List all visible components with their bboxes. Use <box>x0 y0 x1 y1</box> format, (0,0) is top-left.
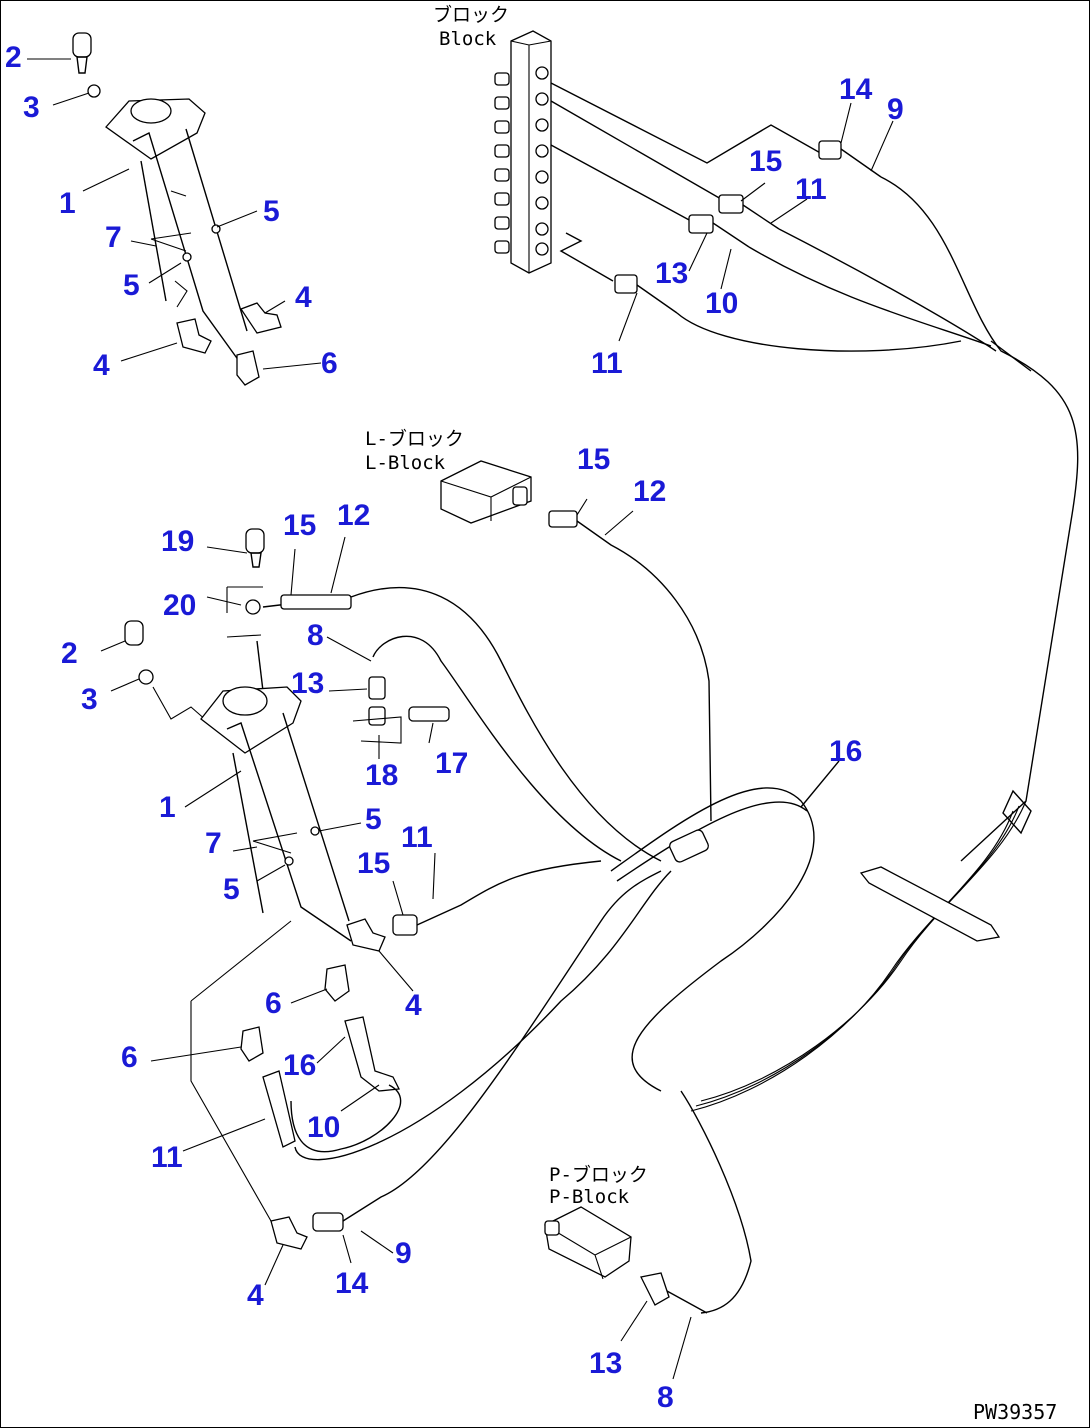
l-block <box>440 460 712 822</box>
callout: 9 <box>395 1237 412 1270</box>
block-label-en: Block <box>439 28 497 50</box>
callout: 9 <box>887 93 904 126</box>
callout: 6 <box>321 347 338 380</box>
callout: 10 <box>307 1111 340 1144</box>
callout: 20 <box>163 589 196 622</box>
callout: 4 <box>93 349 110 382</box>
callout: 13 <box>655 257 688 290</box>
l-block-label-jp: L-ブロック <box>365 427 464 450</box>
callout: 16 <box>283 1049 316 1082</box>
callout: 7 <box>205 827 222 860</box>
callout: 13 <box>291 667 324 700</box>
callout: 11 <box>401 821 433 854</box>
callout: 11 <box>795 173 827 206</box>
callout: 8 <box>657 1381 674 1414</box>
callout: 1 <box>59 187 76 220</box>
hose-bundle-16 <box>610 760 840 1314</box>
callout: 5 <box>123 269 140 302</box>
callout: 3 <box>23 91 40 124</box>
callout: 17 <box>435 747 468 780</box>
callout: 5 <box>263 195 280 228</box>
callout: 1 <box>159 791 176 824</box>
callout: 10 <box>705 287 738 320</box>
callout: 2 <box>5 41 22 74</box>
p-block <box>544 1206 708 1380</box>
callout: 12 <box>337 499 370 532</box>
main-block <box>494 30 1079 1112</box>
callout: 14 <box>335 1267 369 1300</box>
drawing-reference: PW39357 <box>973 1400 1057 1424</box>
callout: 15 <box>283 509 316 542</box>
block-label-jp: ブロック <box>433 3 509 26</box>
callout: 6 <box>121 1041 138 1074</box>
callout: 13 <box>589 1347 622 1380</box>
callout: 4 <box>295 281 312 314</box>
callout: 15 <box>749 145 782 178</box>
callout: 12 <box>633 475 666 508</box>
callout: 8 <box>307 619 324 652</box>
callout: 18 <box>365 759 398 792</box>
callout: 14 <box>839 73 873 106</box>
callout: 6 <box>265 987 282 1020</box>
callout: 11 <box>591 347 623 380</box>
l-block-label-en: L-Block <box>365 452 446 474</box>
p-block-label-en: P-Block <box>549 1186 630 1208</box>
callout: 4 <box>247 1279 264 1312</box>
callout: 11 <box>151 1141 183 1174</box>
p-block-label-jp: P-ブロック <box>549 1163 648 1186</box>
callout: 15 <box>357 847 390 880</box>
callout: 16 <box>829 735 862 768</box>
callout: 7 <box>105 221 122 254</box>
lower-valve-assembly <box>100 528 672 1286</box>
callout: 5 <box>365 803 382 836</box>
callout: 19 <box>161 525 194 558</box>
callout: 3 <box>81 683 98 716</box>
callout: 15 <box>577 443 610 476</box>
callout: 5 <box>223 873 240 906</box>
callout: 2 <box>61 637 78 670</box>
callout: 4 <box>405 989 422 1022</box>
top-valve-assembly <box>27 32 322 386</box>
